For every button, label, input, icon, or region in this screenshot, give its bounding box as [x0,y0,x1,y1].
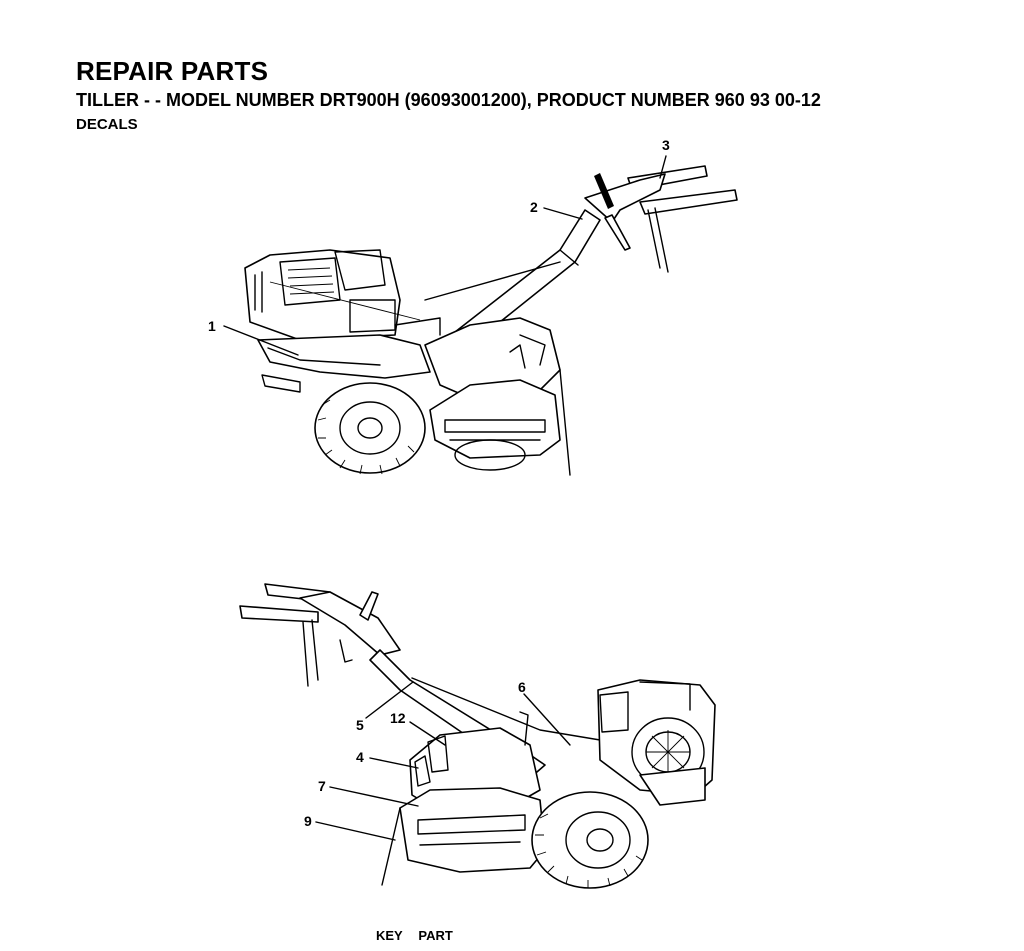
callout-6: 6 [518,679,526,695]
part-column-header: PART [418,928,453,943]
page-title: REPAIR PARTS [76,56,269,86]
leader-lines-bottom [315,681,571,841]
callout-7: 7 [318,778,326,794]
tiller-illustration-top [244,165,738,476]
key-column-header: KEY [376,928,403,943]
callout-4: 4 [356,749,364,765]
leader-lines-top [223,155,667,356]
tiller-illustration-bottom [239,583,716,889]
page-subtitle: TILLER - - MODEL NUMBER DRT900H (9609300… [76,90,821,110]
callout-2: 2 [530,199,538,215]
parts-table-header: KEY PART [376,928,465,943]
callout-9: 9 [304,813,312,829]
callouts-bottom: 5 12 6 4 7 9 [304,679,526,829]
callout-3: 3 [662,137,670,153]
callout-5: 5 [356,717,364,733]
callout-1: 1 [208,318,216,334]
section-heading: DECALS [76,116,138,133]
callouts-top: 1 2 3 [208,137,670,334]
callout-12: 12 [390,710,406,726]
